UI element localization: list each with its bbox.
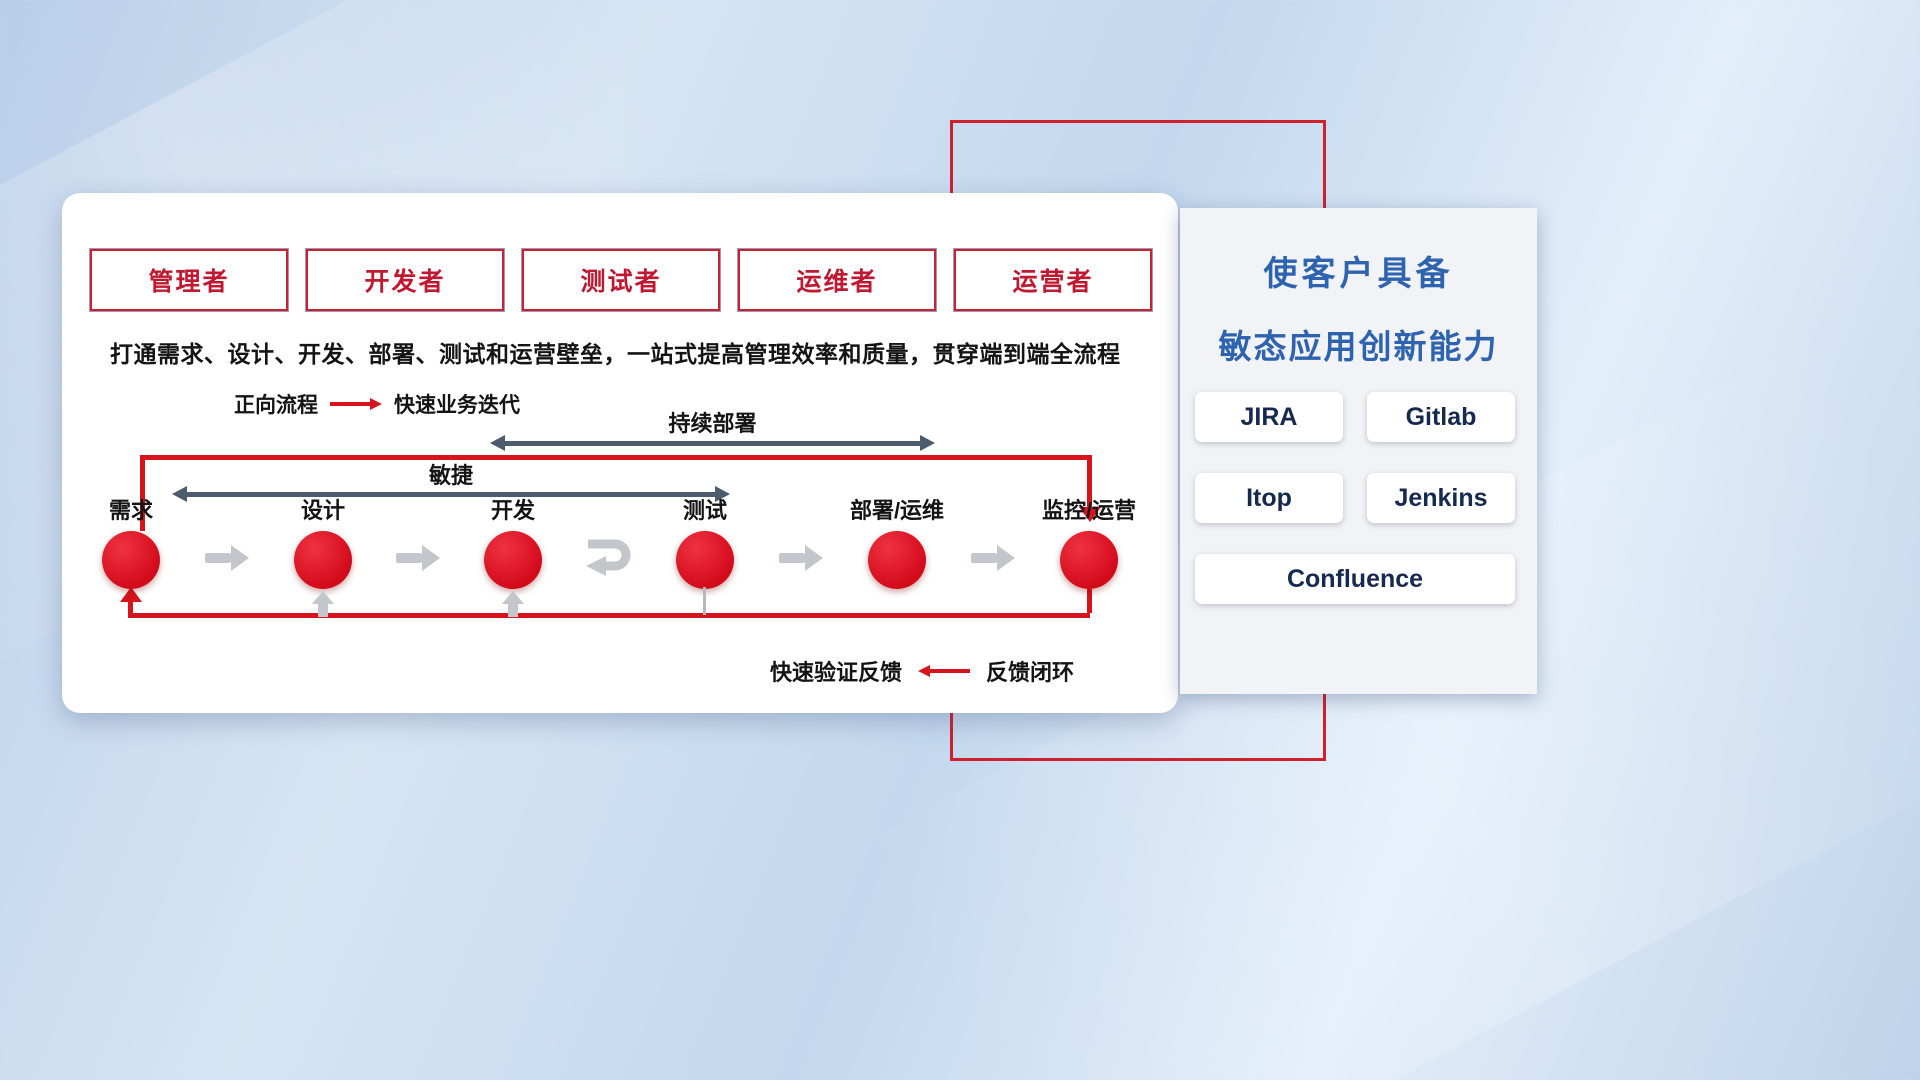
loop-top-line	[140, 455, 1092, 460]
agile-label: 敏捷	[428, 463, 473, 488]
role-box-manager: 管理者	[90, 249, 288, 311]
stage-node-icon	[484, 531, 542, 589]
roles-row: 管理者 开发者 测试者 运维者 运营者	[90, 249, 1152, 311]
stage-label: 设计	[300, 498, 345, 523]
stage-label: 监控/运营	[1041, 498, 1137, 523]
stage-node-icon	[294, 531, 352, 589]
tool-jira: JIRA	[1195, 392, 1343, 442]
headline-text: 打通需求、设计、开发、部署、测试和运营壁垒，一站式提高管理效率和质量，贯穿端到端…	[110, 341, 1121, 367]
stage-label: 测试	[682, 498, 727, 523]
loop-bottom-line	[128, 613, 1090, 618]
stage-design: 设计	[263, 493, 383, 589]
loop-bottom-left-line	[128, 601, 133, 613]
loop-right-line	[1087, 455, 1092, 507]
stage-node-icon	[1060, 531, 1118, 589]
stage-develop: 开发	[453, 493, 573, 589]
forward-flow-label: 正向流程	[234, 394, 318, 417]
feedback-label: 反馈闭环	[986, 660, 1075, 685]
role-box-operator: 运营者	[954, 249, 1152, 311]
test-drop-line	[703, 587, 706, 615]
flow-arrow-icon	[396, 545, 440, 571]
devops-flow-panel: 管理者 开发者 测试者 运维者 运营者 打通需求、设计、开发、部署、测试和运营壁…	[62, 193, 1178, 713]
stage-node-icon	[676, 531, 734, 589]
forward-arrow-icon	[330, 398, 382, 410]
loop-left-line	[140, 455, 145, 531]
capability-title-line2: 敏态应用创新能力	[1218, 328, 1499, 365]
role-box-developer: 开发者	[306, 249, 504, 311]
stage-monitor-operate: 监控/运营	[1029, 493, 1149, 589]
loop-up-arrowhead-icon	[120, 587, 142, 602]
stage-node-icon	[868, 531, 926, 589]
feedback-legend: 快速验证反馈 反馈闭环	[770, 655, 1074, 687]
stage-label: 开发	[490, 498, 535, 523]
stage-requirement: 需求	[71, 493, 191, 589]
tool-itop: Itop	[1195, 473, 1343, 523]
forward-flow-legend: 正向流程 快速业务迭代	[234, 389, 520, 419]
feedback-up-arrow-icon	[502, 591, 524, 617]
capability-panel: 使客户具备 敏态应用创新能力 JIRA Gitlab Itop Jenkins …	[1180, 208, 1537, 694]
continuous-deploy-label: 持续部署	[668, 411, 757, 436]
agile-double-arrow-icon	[172, 486, 730, 502]
stage-test: 测试	[645, 493, 765, 589]
tool-jenkins: Jenkins	[1367, 473, 1515, 523]
role-box-tester: 测试者	[522, 249, 720, 311]
loop-bottom-right-line	[1087, 589, 1092, 613]
capability-title-line1: 使客户具备	[1263, 255, 1454, 293]
stage-deploy-ops: 部署/运维	[837, 493, 957, 589]
feedback-arrow-icon	[918, 665, 971, 677]
tools-grid: JIRA Gitlab Itop Jenkins Confluence	[1195, 392, 1515, 604]
loop-down-arrowhead-icon	[1079, 507, 1101, 522]
stage-label: 部署/运维	[849, 498, 945, 523]
stage-label: 需求	[108, 498, 153, 523]
role-box-ops: 运维者	[738, 249, 936, 311]
forward-flow-desc: 快速业务迭代	[394, 394, 520, 417]
flow-arrow-icon	[971, 545, 1015, 571]
stage-node-icon	[102, 531, 160, 589]
flow-arrow-icon	[779, 545, 823, 571]
continuous-deploy-double-arrow-icon	[490, 435, 935, 451]
tool-gitlab: Gitlab	[1367, 392, 1515, 442]
tool-confluence: Confluence	[1195, 554, 1515, 604]
feedback-desc: 快速验证反馈	[770, 660, 903, 685]
flow-arrow-icon	[205, 545, 249, 571]
iteration-loop-icon	[580, 535, 634, 582]
feedback-up-arrow-icon	[312, 591, 334, 617]
